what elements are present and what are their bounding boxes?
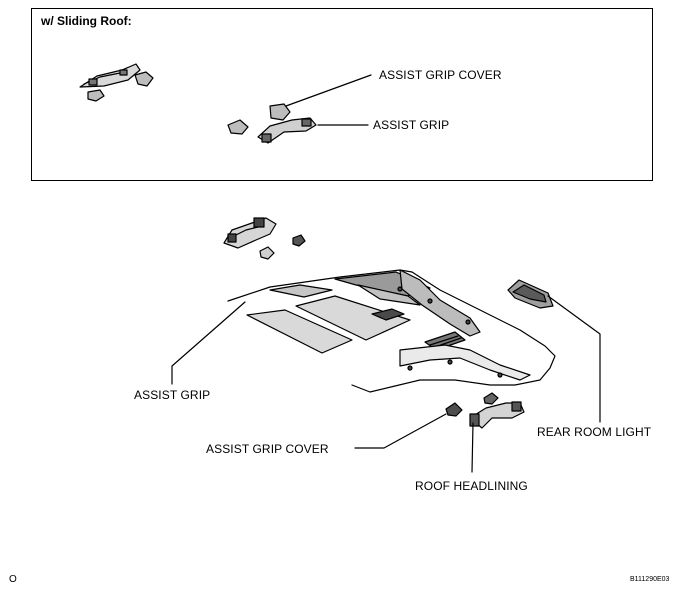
corner-mark: O [9, 574, 17, 585]
inset-assist-grip-label: ASSIST GRIP [373, 118, 450, 132]
main-assist-grip-cover-label: ASSIST GRIP COVER [206, 442, 329, 456]
main-assist-grip-label: ASSIST GRIP [134, 388, 211, 402]
rear-room-light-label: REAR ROOM LIGHT [537, 425, 652, 439]
inset-title: w/ Sliding Roof: [41, 14, 132, 28]
inset-assist-grip-illustration [227, 103, 317, 144]
roof-headlining-illustration [227, 269, 556, 393]
inset-small-grip-illustration [79, 63, 154, 102]
inset-assist-grip-cover-label: ASSIST GRIP COVER [379, 68, 502, 82]
main-assist-grip-illustration [223, 217, 306, 260]
rear-room-light-illustration [507, 279, 554, 309]
figure-code: B111290E03 [630, 576, 670, 583]
lower-assist-grip-illustration [445, 392, 525, 429]
roof-headlining-label: ROOF HEADLINING [415, 479, 528, 493]
sliding-roof-inset-frame [31, 8, 653, 181]
